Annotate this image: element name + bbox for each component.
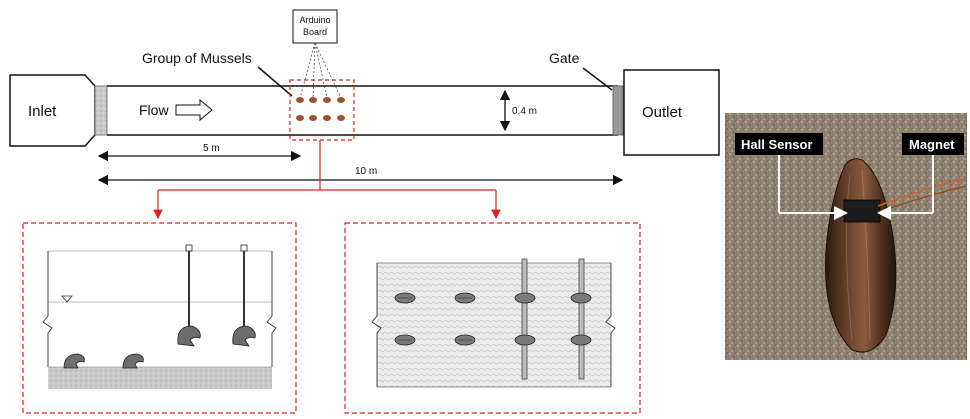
gate <box>612 85 624 136</box>
side-view-detail <box>22 222 297 414</box>
photo-pointer-arrows <box>778 155 934 220</box>
inlet-label: Inlet <box>28 103 57 120</box>
plan-view-detail <box>344 222 641 414</box>
mussel-group-highlight-box <box>289 79 355 141</box>
arduino-label-line1: Arduino <box>299 15 330 25</box>
water-level-icon <box>61 295 73 303</box>
bed-mussels <box>63 353 144 369</box>
break-line-left <box>42 251 53 367</box>
dimension-5m-label: 5 m <box>203 143 220 154</box>
gate-leader-line <box>582 67 613 91</box>
gate-label: Gate <box>549 50 580 66</box>
plan-rods <box>521 258 585 380</box>
mussels-top-view <box>296 97 345 121</box>
flow-arrow-icon <box>175 98 213 122</box>
outlet-label: Outlet <box>642 104 683 121</box>
magnet-label-bg <box>902 133 964 155</box>
flume-top-view: Inlet Gate Outlet Flow 0.4 m 5 m 10 m Gr… <box>9 9 720 220</box>
hall-sensor-label-bg <box>735 133 823 155</box>
plan-view-bed <box>377 263 611 387</box>
hall-sensor-label: Hall Sensor <box>741 137 813 152</box>
sensor-wires-photo <box>877 177 967 207</box>
arduino-label-line2: Board <box>303 27 327 37</box>
mussel-sensor-photo: Hall Sensor Magnet <box>725 113 967 360</box>
mussel-group-leader-line <box>257 66 293 97</box>
depth-label: 0.4 m <box>512 106 537 117</box>
magnet-label: Magnet <box>909 137 955 152</box>
break-line-right <box>266 251 277 367</box>
hall-sensor-block <box>843 199 881 223</box>
instrumented-mussel-rods <box>177 244 256 347</box>
inlet-screen <box>94 85 108 136</box>
detail-connector-lines <box>153 140 501 220</box>
group-of-mussels-label: Group of Mussels <box>142 50 252 66</box>
plan-break-line-right <box>605 263 616 387</box>
sensor-wires <box>299 42 342 99</box>
plan-break-line-left <box>371 263 382 387</box>
flow-label: Flow <box>139 102 169 118</box>
dimension-10m-label: 10 m <box>355 166 377 177</box>
arduino-board-box <box>292 9 338 44</box>
outlet-box <box>623 69 720 156</box>
sediment-bed <box>48 367 272 389</box>
